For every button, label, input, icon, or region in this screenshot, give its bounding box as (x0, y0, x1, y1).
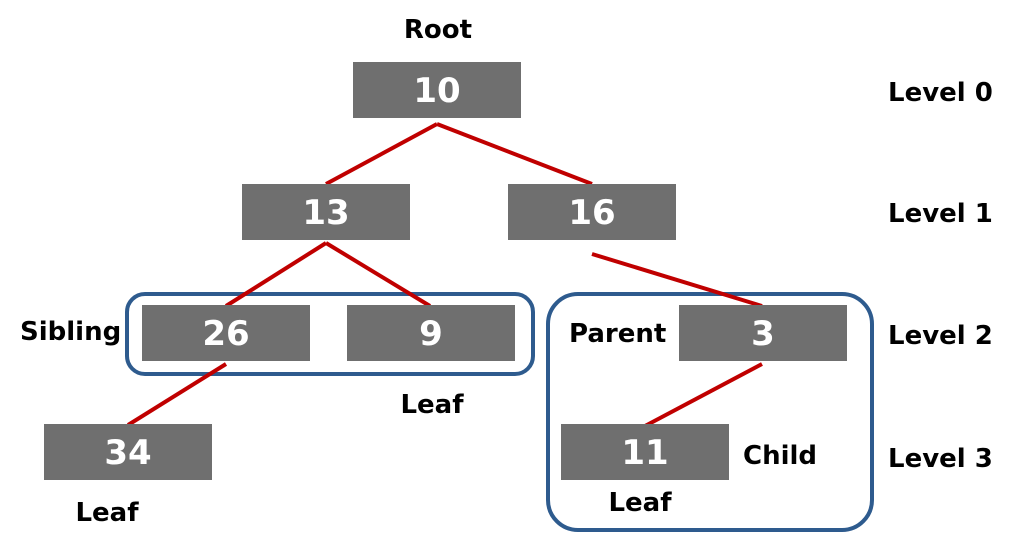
node-16: 16 (508, 184, 676, 240)
node-9-value: 9 (419, 314, 443, 354)
child-label: Child (743, 441, 817, 471)
leaf-label-34: Leaf (75, 498, 139, 528)
sibling-group-outline (125, 292, 535, 376)
node-3: 3 (679, 305, 847, 361)
node-16-value: 16 (568, 193, 615, 233)
sibling-label: Sibling (20, 317, 121, 347)
node-26: 26 (142, 305, 310, 361)
leaf-label-11: Leaf (608, 488, 672, 518)
level-0-label: Level 0 (888, 78, 993, 108)
root-label: Root (404, 15, 472, 45)
node-10: 10 (353, 62, 521, 118)
level-2-label: Level 2 (888, 321, 993, 351)
node-10-value: 10 (413, 71, 460, 111)
node-34-value: 34 (104, 433, 151, 473)
node-9: 9 (347, 305, 515, 361)
node-13: 13 (242, 184, 410, 240)
node-34: 34 (44, 424, 212, 480)
edge-10-13 (325, 122, 438, 186)
node-26-value: 26 (202, 314, 249, 354)
node-11: 11 (561, 424, 729, 480)
edge-10-16 (436, 122, 593, 186)
parent-label: Parent (569, 319, 666, 349)
level-3-label: Level 3 (888, 444, 993, 474)
node-11-value: 11 (621, 433, 668, 473)
level-1-label: Level 1 (888, 199, 993, 229)
node-13-value: 13 (302, 193, 349, 233)
edge-13-26 (224, 241, 328, 308)
node-3-value: 3 (751, 314, 775, 354)
edge-13-9 (324, 241, 432, 308)
edge-26-34 (126, 362, 228, 427)
edge-16-3 (591, 252, 763, 308)
leaf-label-9: Leaf (400, 390, 464, 420)
edge-3-11 (644, 362, 763, 428)
parent-child-group-outline (546, 292, 874, 532)
